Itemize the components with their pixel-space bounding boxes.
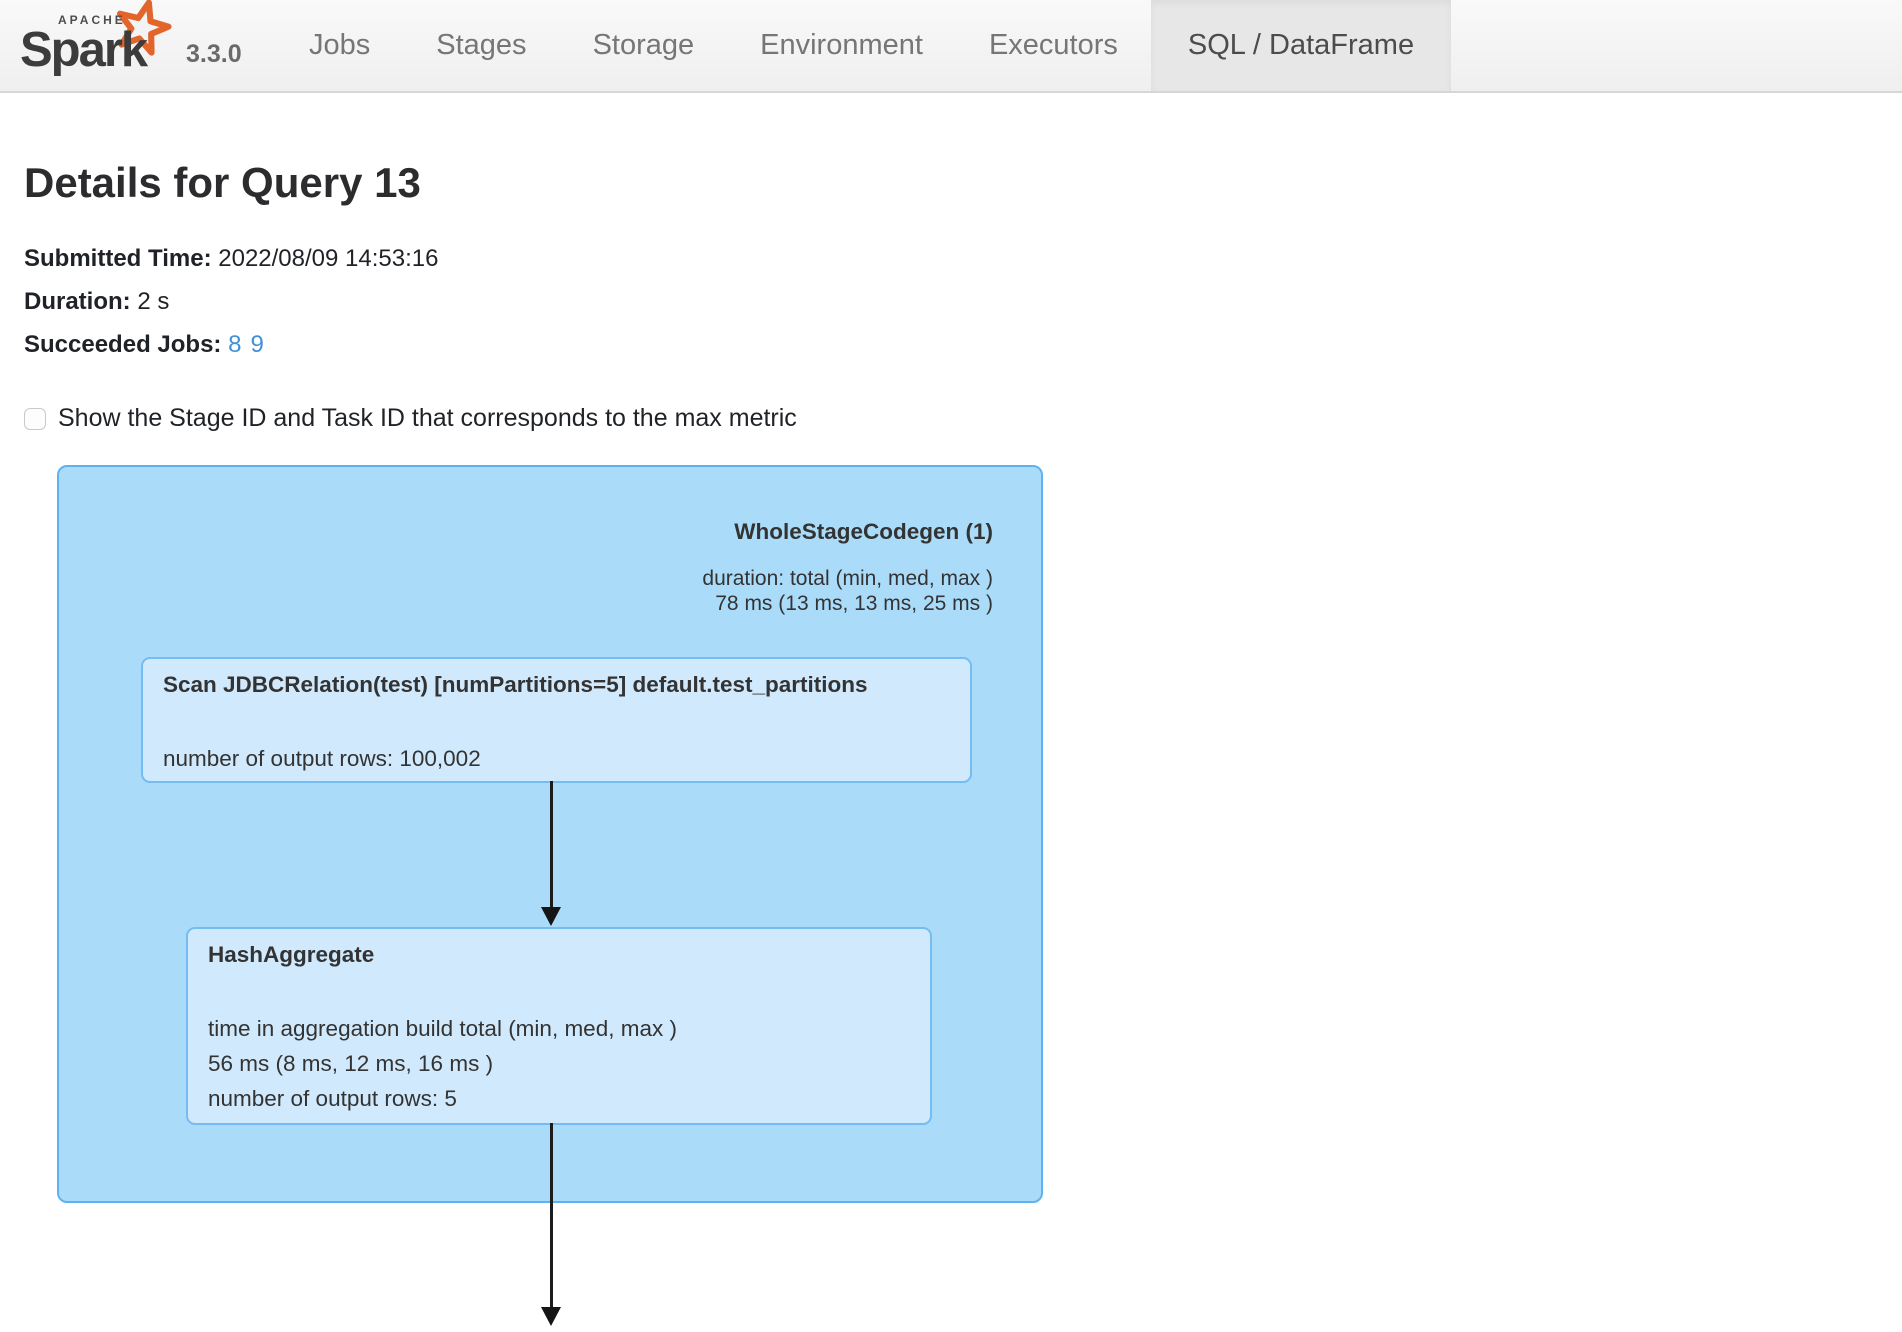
arrow-down-icon bbox=[541, 1307, 561, 1326]
hashaggregate-metric-output-rows: number of output rows: 5 bbox=[208, 1086, 457, 1111]
succeeded-jobs-label: Succeeded Jobs: bbox=[24, 331, 222, 358]
nav-tabs: Jobs Stages Storage Environment Executor… bbox=[276, 0, 1452, 91]
hashaggregate-metric-agg-time-label: time in aggregation build total (min, me… bbox=[208, 1016, 677, 1041]
max-metric-checkbox-label: Show the Stage ID and Task ID that corre… bbox=[58, 404, 797, 432]
nav-tab-jobs[interactable]: Jobs bbox=[309, 29, 371, 61]
version-label: 3.3.0 bbox=[186, 40, 242, 68]
wholestagecodegen-cluster: WholeStageCodegen (1) duration: total (m… bbox=[57, 465, 1043, 1203]
nav-tab-executors[interactable]: Executors bbox=[988, 29, 1118, 61]
hashaggregate-metric-agg-time-value: 56 ms (8 ms, 12 ms, 16 ms ) bbox=[208, 1051, 494, 1076]
query-meta: Submitted Time: 2022/08/09 14:53:16 Dura… bbox=[24, 237, 438, 366]
scan-node-metrics: number of output rows: 100,002 bbox=[163, 746, 950, 772]
submitted-time-label: Submitted Time: bbox=[24, 245, 212, 272]
nav-tab-environment[interactable]: Environment bbox=[760, 29, 923, 61]
spark-star-icon bbox=[112, 0, 176, 65]
cluster-metrics: duration: total (min, med, max )78 ms (1… bbox=[702, 566, 993, 616]
duration-label: Duration: bbox=[24, 288, 131, 315]
nav-tab-storage[interactable]: Storage bbox=[592, 29, 695, 61]
max-metric-checkbox-row: Show the Stage ID and Task ID that corre… bbox=[24, 404, 797, 433]
hashaggregate-node-metrics: time in aggregation build total (min, me… bbox=[208, 1011, 910, 1116]
logo-spark-text: Spark bbox=[20, 23, 148, 77]
scan-metric-output-rows: number of output rows: 100,002 bbox=[163, 746, 481, 771]
plan-node-scan-jdbcrelation: Scan JDBCRelation(test) [numPartitions=5… bbox=[141, 657, 972, 783]
edge-arrow-scan-to-hashaggregate bbox=[541, 781, 561, 926]
max-metric-checkbox[interactable] bbox=[24, 407, 46, 430]
edge-arrow-hashaggregate-out bbox=[541, 1123, 561, 1328]
cluster-metric-line-1: duration: total (min, med, max ) bbox=[702, 567, 993, 590]
scan-node-title: Scan JDBCRelation(test) [numPartitions=5… bbox=[163, 672, 868, 697]
arrow-shaft bbox=[549, 1123, 553, 1308]
duration-row: Duration: 2 s bbox=[24, 280, 438, 323]
nav-tab-stages[interactable]: Stages bbox=[436, 29, 527, 61]
plan-node-hashaggregate: HashAggregate time in aggregation build … bbox=[186, 927, 932, 1125]
logo-apache-text: APACHE bbox=[58, 13, 126, 27]
nav-tab-sql-dataframe[interactable]: SQL / DataFrame bbox=[1150, 0, 1452, 91]
submitted-time-value: 2022/08/09 14:53:16 bbox=[218, 245, 439, 272]
cluster-metric-line-2: 78 ms (13 ms, 13 ms, 25 ms ) bbox=[715, 592, 993, 615]
submitted-time-row: Submitted Time: 2022/08/09 14:53:16 bbox=[24, 237, 438, 280]
cluster-title: WholeStageCodegen (1) bbox=[734, 519, 993, 544]
arrow-shaft bbox=[549, 781, 553, 908]
job-link-8[interactable]: 8 bbox=[228, 331, 242, 358]
hashaggregate-node-title: HashAggregate bbox=[208, 942, 375, 967]
spark-logo[interactable]: APACHE Spark 3.3.0 bbox=[0, 0, 250, 91]
page-title: Details for Query 13 bbox=[24, 159, 421, 206]
duration-value: 2 s bbox=[137, 288, 170, 315]
arrow-down-icon bbox=[541, 907, 561, 926]
job-link-9[interactable]: 9 bbox=[250, 331, 264, 358]
navbar: APACHE Spark 3.3.0 Jobs Stages Storage E… bbox=[0, 0, 1902, 93]
